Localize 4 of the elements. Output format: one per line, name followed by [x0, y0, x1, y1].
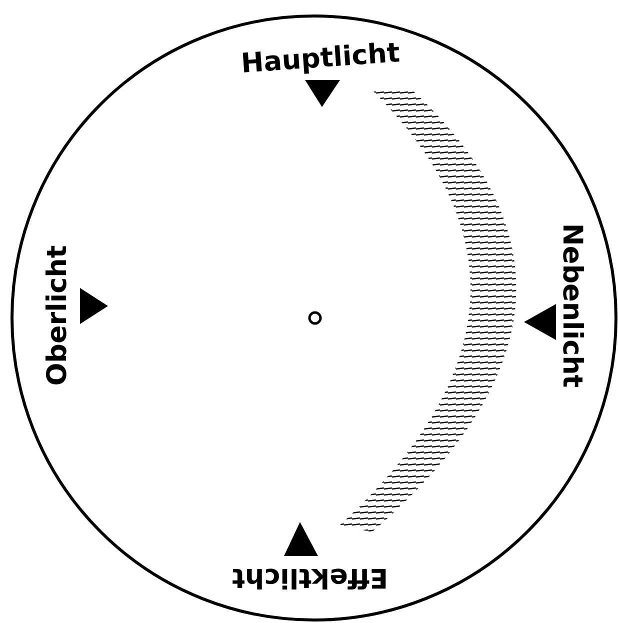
light-label: Hauptlicht: [240, 37, 400, 79]
light-label: Oberlicht: [41, 244, 72, 386]
light-label: Nebenlicht: [556, 222, 588, 388]
light-label: Effektlicht: [232, 562, 388, 592]
